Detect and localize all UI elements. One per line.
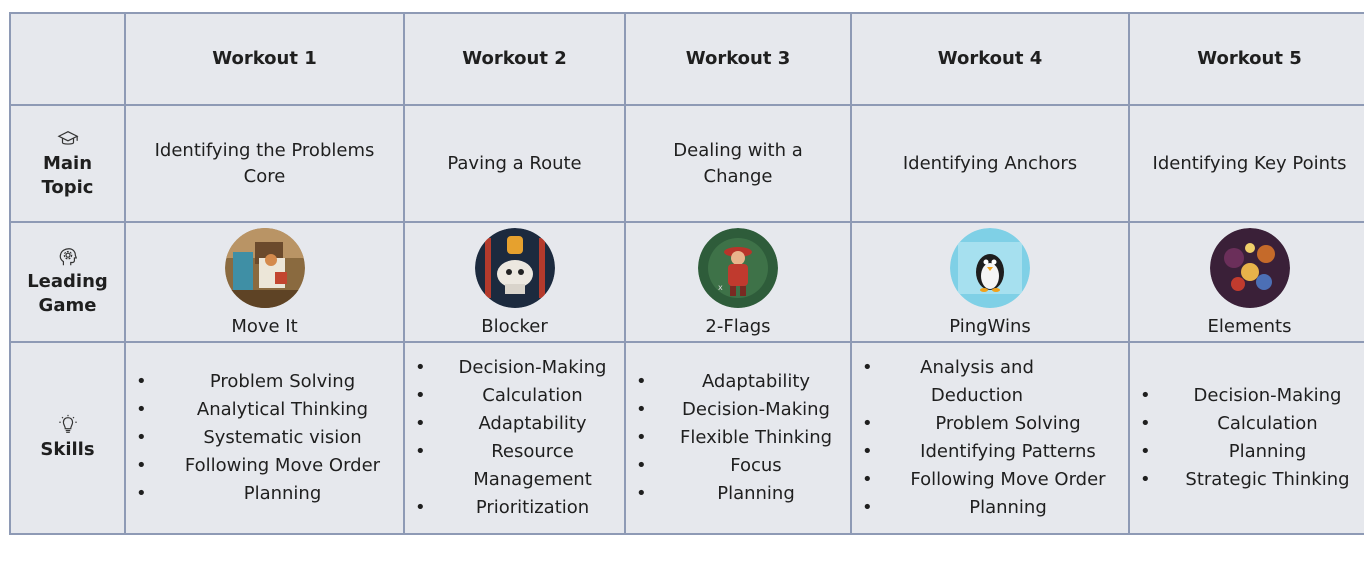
- skill-item: Flexible Thinking: [630, 424, 846, 452]
- brain-gear-icon: [59, 248, 77, 266]
- skill-item: Adaptability: [630, 368, 846, 396]
- topic-cell: Paving a Route: [403, 104, 626, 223]
- header-row: Workout 1 Workout 2 Workout 3 Workout 4 …: [9, 12, 1364, 106]
- skill-item: Adaptability: [409, 410, 620, 438]
- game-cell: Move It: [124, 221, 405, 343]
- skill-item: Following Move Order: [130, 452, 399, 480]
- svg-text:x: x: [718, 283, 723, 292]
- skills-cell: Decision-Making Calculation Planning Str…: [1128, 341, 1364, 535]
- game-name: Elements: [1207, 316, 1292, 337]
- skill-item: Planning: [130, 480, 399, 508]
- column-header-workout-3: Workout 3: [624, 12, 852, 106]
- game-cell: x 2-Flags: [624, 221, 852, 343]
- pingwins-game-image: [950, 228, 1030, 308]
- game-cell: PingWins: [850, 221, 1130, 343]
- skill-item: Following Move Order: [856, 466, 1124, 494]
- column-header-workout-4: Workout 4: [850, 12, 1130, 106]
- topic-text: Identifying Anchors: [902, 152, 1078, 174]
- row-label-text: Topic: [41, 176, 94, 198]
- skills-list: Problem Solving Analytical Thinking Syst…: [130, 368, 399, 508]
- skills-cell: Decision-Making Calculation Adaptability…: [403, 341, 626, 535]
- topic-text: Dealing with a Change: [673, 139, 803, 187]
- topic-text: Identifying the Problems Core: [154, 139, 375, 187]
- move-it-game-image: [224, 228, 305, 308]
- topic-cell: Identifying Key Points: [1128, 104, 1364, 223]
- skill-item: Planning: [630, 480, 846, 508]
- skill-item: Analytical Thinking: [130, 396, 399, 424]
- skills-cell: Analysis and Deduction Problem Solving I…: [850, 341, 1130, 535]
- topic-text: Identifying Key Points: [1152, 152, 1347, 174]
- row-label-text: Skills: [40, 439, 95, 460]
- skill-item: Problem Solving: [130, 368, 399, 396]
- skills-list: Analysis and Deduction Problem Solving I…: [856, 354, 1124, 522]
- game-name: Blocker: [481, 316, 548, 337]
- game-cell: Elements: [1128, 221, 1364, 343]
- two-flags-game-image: x: [698, 228, 778, 308]
- skill-item: Planning: [856, 494, 1124, 522]
- skill-item: Decision-Making: [409, 354, 620, 382]
- game-name: 2-Flags: [705, 316, 771, 337]
- skills-list: Decision-Making Calculation Adaptability…: [409, 354, 620, 522]
- column-header-workout-1: Workout 1: [124, 12, 405, 106]
- row-label-skills: Skills: [9, 341, 126, 535]
- game-name: PingWins: [949, 316, 1031, 337]
- topic-cell: Identifying the Problems Core: [124, 104, 405, 223]
- skills-row: Skills Problem Solving Analytical Thinki…: [9, 341, 1364, 535]
- topic-cell: Dealing with a Change: [624, 104, 852, 223]
- skills-cell: Adaptability Decision-Making Flexible Th…: [624, 341, 852, 535]
- skill-item: Calculation: [409, 382, 620, 410]
- skill-item: Calculation: [1134, 410, 1364, 438]
- row-label-text: Main: [42, 152, 93, 174]
- corner-cell: [9, 12, 126, 106]
- lightbulb-icon: [58, 414, 77, 433]
- leading-game-row: Leading Game Move It: [9, 221, 1364, 343]
- skill-item: Prioritization: [409, 494, 620, 522]
- main-topic-row: Main Topic Identifying the Problems Core…: [9, 104, 1364, 223]
- workout-table: Workout 1 Workout 2 Workout 3 Workout 4 …: [9, 12, 1364, 535]
- elements-game-image: [1209, 228, 1290, 308]
- column-header-workout-2: Workout 2: [403, 12, 626, 106]
- column-header-workout-5: Workout 5: [1128, 12, 1364, 106]
- game-cell: Blocker: [403, 221, 626, 343]
- blocker-game-image: [474, 228, 555, 308]
- skill-item: Resource Management: [409, 438, 620, 494]
- skills-list: Decision-Making Calculation Planning Str…: [1134, 382, 1364, 494]
- skills-list: Adaptability Decision-Making Flexible Th…: [630, 368, 846, 508]
- topic-text: Paving a Route: [447, 152, 582, 174]
- row-label-leading-game: Leading Game: [9, 221, 126, 343]
- topic-cell: Identifying Anchors: [850, 104, 1130, 223]
- game-name: Move It: [231, 316, 298, 337]
- skill-item: Focus: [630, 452, 846, 480]
- skill-item: Planning: [1134, 438, 1364, 466]
- skills-cell: Problem Solving Analytical Thinking Syst…: [124, 341, 405, 535]
- skill-item: Analysis and Deduction: [856, 354, 1062, 410]
- row-label-main-topic: Main Topic: [9, 104, 126, 223]
- skill-item: Problem Solving: [856, 410, 1124, 438]
- skill-item: Decision-Making: [630, 396, 846, 424]
- skill-item: Decision-Making: [1134, 382, 1364, 410]
- graduation-cap-icon: [57, 130, 78, 145]
- skill-item: Systematic vision: [130, 424, 399, 452]
- skill-item: Identifying Patterns: [856, 438, 1124, 466]
- row-label-text: Game: [38, 295, 97, 316]
- row-label-text: Leading: [27, 271, 108, 292]
- skill-item: Strategic Thinking: [1134, 466, 1364, 494]
